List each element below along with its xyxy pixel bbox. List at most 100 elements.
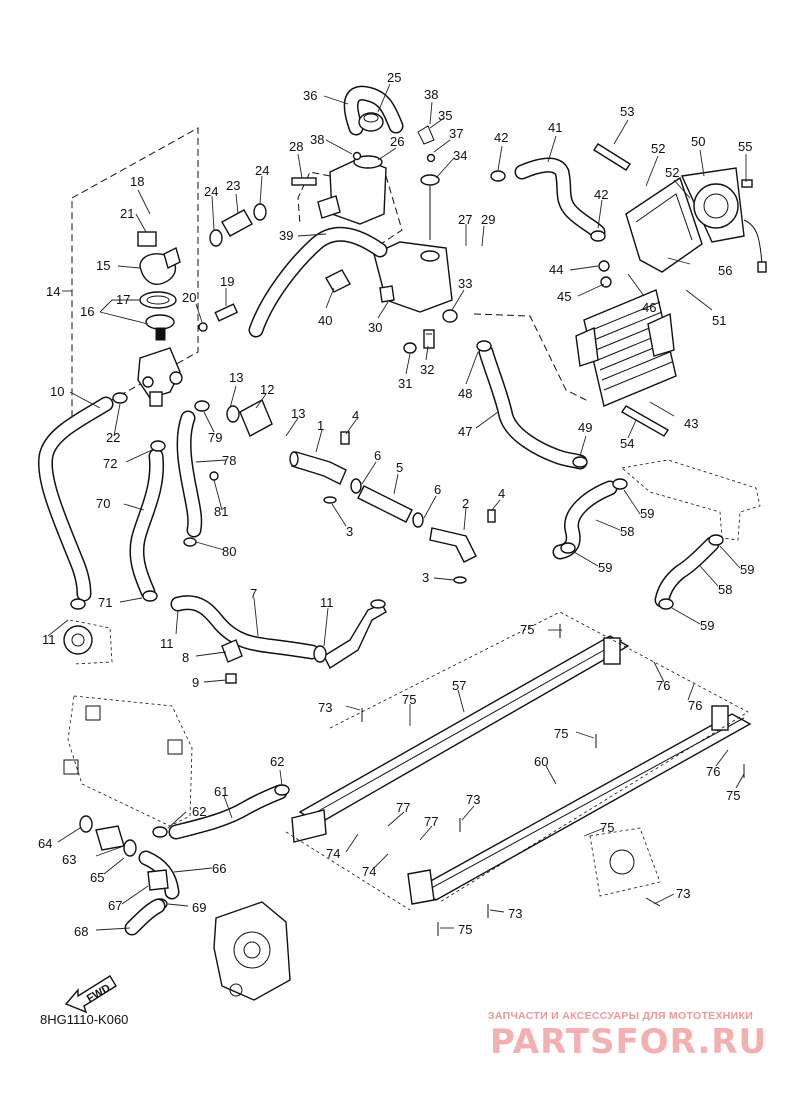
callout-8: 8	[182, 650, 189, 665]
callout-11: 11	[160, 636, 174, 651]
pipe-2	[323, 496, 496, 584]
fan-motor-50	[680, 167, 767, 273]
callout-28: 28	[289, 139, 303, 154]
hose-47	[478, 344, 588, 470]
callout-24: 24	[204, 184, 218, 199]
callout-59: 59	[598, 560, 612, 575]
callout-16: 16	[80, 304, 94, 319]
watermark-logo: PARTSFOR.RU	[490, 1022, 768, 1062]
callout-77: 77	[424, 814, 438, 829]
clamp-38	[352, 151, 436, 163]
callout-75: 75	[726, 788, 740, 803]
callout-11: 11	[320, 595, 334, 610]
callout-45: 45	[557, 289, 571, 304]
callout-50: 50	[691, 134, 705, 149]
callout-34: 34	[453, 148, 467, 163]
pump-outlet	[63, 619, 113, 665]
callout-52: 52	[651, 141, 665, 156]
callout-76: 76	[706, 764, 720, 779]
reservoir-hose-39	[248, 226, 388, 338]
callout-53: 53	[620, 104, 634, 119]
callout-46: 46	[642, 300, 656, 315]
callout-30: 30	[368, 320, 382, 335]
callout-64: 64	[38, 836, 52, 851]
reservoir-cap-25	[358, 112, 384, 132]
callout-31: 31	[398, 376, 412, 391]
callout-61: 61	[214, 784, 228, 799]
callout-41: 41	[548, 120, 562, 135]
callout-23: 23	[226, 178, 240, 193]
overflow-hose-36	[343, 85, 404, 136]
callout-81: 81	[214, 504, 228, 519]
callout-78: 78	[222, 453, 236, 468]
seal-53	[593, 143, 631, 171]
thermostat-cover-15	[137, 231, 181, 285]
pipe-5	[350, 478, 424, 528]
callout-73: 73	[318, 700, 332, 715]
callout-80: 80	[222, 544, 236, 559]
chassis-plate-right	[589, 827, 661, 897]
callout-59: 59	[740, 562, 754, 577]
callout-73: 73	[676, 886, 690, 901]
drawing-code: 8HG1110-K060	[40, 1012, 129, 1027]
radiator-outline-dashed	[621, 459, 761, 541]
clamp-42	[490, 170, 606, 242]
cooler-rail-57	[291, 635, 630, 843]
clamps-59	[560, 478, 724, 610]
cooler-rail-60	[407, 705, 752, 905]
thermostat-assembly-dashed-group	[62, 127, 199, 423]
bracket-8-bolt-9	[221, 639, 243, 684]
callout-42: 42	[594, 187, 608, 202]
hose-70	[129, 448, 165, 600]
callout-21: 21	[120, 206, 134, 221]
fwd-label: FWD	[85, 982, 113, 1005]
callout-58: 58	[620, 524, 634, 539]
hose-10	[37, 396, 114, 602]
callout-48: 48	[458, 386, 472, 401]
callout-39: 39	[279, 228, 293, 243]
callout-58: 58	[718, 582, 732, 597]
callout-38: 38	[424, 87, 438, 102]
callout-2: 2	[462, 496, 469, 511]
callout-15: 15	[96, 258, 110, 273]
callout-70: 70	[96, 496, 110, 511]
callout-51: 51	[712, 313, 726, 328]
callout-17: 17	[116, 292, 130, 307]
hose-68	[124, 898, 166, 936]
callout-73: 73	[466, 792, 480, 807]
callout-73: 73	[508, 906, 522, 921]
callout-68: 68	[74, 924, 88, 939]
hose-23	[209, 203, 267, 247]
callout-75: 75	[600, 820, 614, 835]
callout-26: 26	[390, 134, 404, 149]
callout-56: 56	[718, 263, 732, 278]
callout-75: 75	[554, 726, 568, 741]
water-pump-housing	[213, 901, 291, 1001]
callout-22: 22	[106, 430, 120, 445]
callout-36: 36	[303, 88, 317, 103]
callout-69: 69	[192, 900, 206, 915]
hose-58-lower	[654, 536, 720, 608]
callout-5: 5	[396, 460, 403, 475]
pipe-11	[313, 599, 387, 670]
callout-29: 29	[481, 212, 495, 227]
valve-34	[420, 174, 440, 240]
callout-14: 14	[46, 284, 60, 299]
seal-54	[621, 405, 669, 437]
callout-25: 25	[387, 70, 401, 85]
gasket-17	[139, 291, 177, 309]
radiator-43	[575, 289, 677, 407]
callout-3: 3	[346, 524, 353, 539]
hose-41	[514, 157, 606, 240]
fan-shroud-56	[625, 176, 703, 273]
callout-67: 67	[108, 898, 122, 913]
leader-lines	[47, 83, 747, 931]
callout-38: 38	[310, 132, 324, 147]
callout-4: 4	[352, 408, 359, 423]
callout-7: 7	[250, 586, 257, 601]
callout-65: 65	[90, 870, 104, 885]
callout-72: 72	[103, 456, 117, 471]
watermark-tagline: ЗАПЧАСТИ И АКСЕССУАРЫ ДЛЯ МОТОТЕХНИКИ	[488, 1010, 754, 1022]
callout-44: 44	[549, 262, 563, 277]
